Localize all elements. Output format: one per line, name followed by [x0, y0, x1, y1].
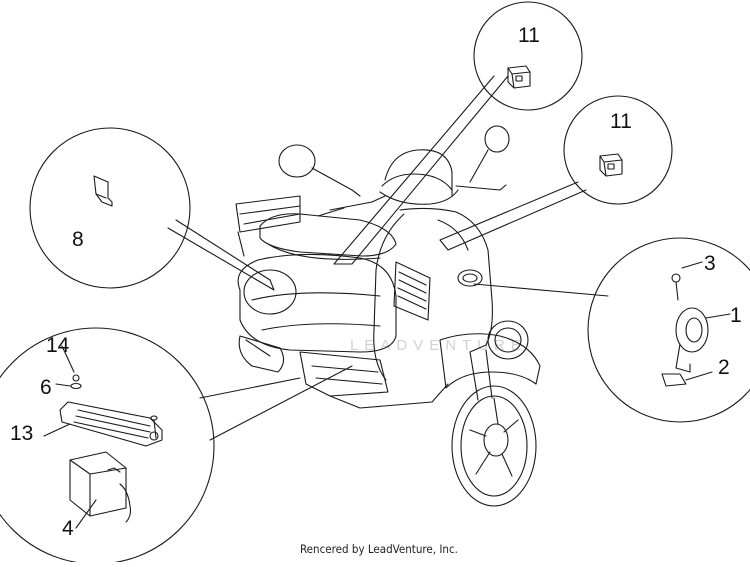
leader-lines — [167, 75, 609, 441]
callout-8: 8 — [72, 228, 84, 251]
horn-grille — [457, 269, 483, 287]
bracket-icon — [93, 175, 113, 207]
floorboard — [299, 351, 449, 409]
credit-text: Rencered by LeadVenture, Inc. — [300, 542, 458, 556]
front-lamp — [487, 320, 529, 360]
clip-icon — [661, 373, 687, 387]
leader-relay-right — [439, 181, 587, 251]
leader-horn — [473, 283, 609, 297]
relay-icon — [507, 65, 531, 89]
callout-14: 14 — [46, 334, 70, 357]
callout-11-right: 11 — [610, 110, 632, 133]
leader-3 — [681, 261, 703, 269]
watermark-text: LEADVENTURE — [350, 337, 527, 354]
side-vents — [393, 261, 431, 321]
leg-shield — [373, 207, 493, 381]
battery-strap-icon — [59, 401, 163, 447]
screw-icon — [671, 273, 681, 301]
headset — [317, 149, 507, 217]
mirror-right — [469, 125, 510, 183]
detail-circle-relay-top: 11 — [473, 1, 583, 111]
front-fork — [469, 349, 493, 401]
detail-circle-bracket: 8 — [29, 127, 191, 289]
seat — [259, 213, 397, 260]
callout-2: 2 — [718, 356, 730, 379]
horn-icon — [675, 307, 709, 373]
callout-4: 4 — [62, 517, 74, 540]
leader-2 — [685, 371, 713, 381]
detail-circle-relay-right: 11 — [563, 95, 673, 205]
front-fender — [439, 333, 541, 389]
front-wheel — [451, 385, 537, 507]
relay-icon — [599, 153, 623, 177]
callout-13: 13 — [10, 422, 33, 445]
leader-4 — [75, 499, 97, 529]
rear-rack — [235, 195, 301, 257]
leader-14 — [61, 345, 75, 373]
callout-3: 3 — [704, 252, 716, 275]
leader-battery — [199, 365, 353, 441]
watermark: LEADVENTURE — [350, 337, 527, 354]
screw-icon — [150, 415, 158, 439]
detail-circle-horn: 3 1 2 — [587, 237, 750, 423]
mirror-left — [278, 144, 361, 197]
tail-light — [238, 335, 285, 373]
leader-relay-top — [333, 75, 509, 265]
scooter-illustration — [235, 125, 541, 507]
callout-6: 6 — [40, 376, 52, 399]
leader-1 — [705, 313, 731, 319]
rear-body — [237, 253, 397, 353]
callout-1: 1 — [730, 304, 742, 327]
leader-13 — [43, 423, 71, 437]
leader-6 — [55, 383, 71, 387]
detail-circle-battery: 14 6 13 4 — [0, 327, 215, 565]
leader-left-circle — [167, 219, 275, 291]
battery-icon — [69, 451, 132, 523]
callout-11-top: 11 — [518, 24, 540, 47]
washer-icon — [70, 374, 82, 390]
